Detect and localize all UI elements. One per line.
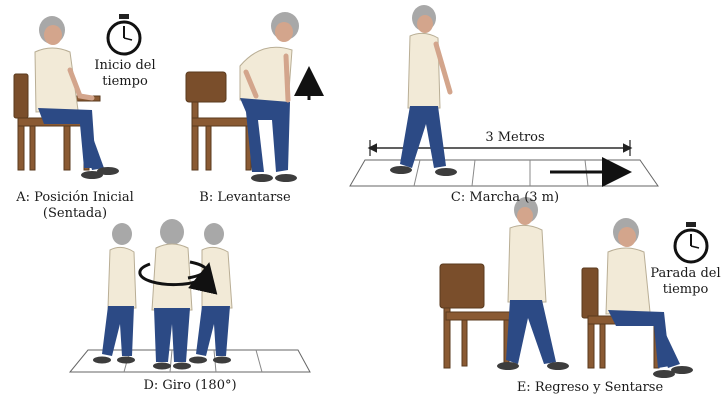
timer-stop-label: Parada del tiempo xyxy=(648,266,723,298)
panel-e-walking-figure xyxy=(440,197,569,370)
timer-stop-line2: tiempo xyxy=(648,282,723,298)
timer-start-line2: tiempo xyxy=(90,74,160,90)
timer-stop-line1: Parada del xyxy=(648,266,723,282)
panel-b-standing-figure xyxy=(186,12,299,182)
caption-c: C: Marcha (3 m) xyxy=(430,190,580,206)
caption-a-line1: A: Posición Inicial xyxy=(0,190,150,206)
caption-a: A: Posición Inicial (Sentada) xyxy=(0,190,150,222)
timer-start-label: Inicio del tiempo xyxy=(90,58,160,90)
caption-b: B: Levantarse xyxy=(180,190,310,206)
distance-label: 3 Metros xyxy=(470,130,560,146)
caption-d: D: Giro (180°) xyxy=(110,378,270,394)
panel-c-walking-figure xyxy=(390,5,457,176)
stopwatch-icon xyxy=(108,14,140,54)
panel-d-turn-figures xyxy=(93,219,232,370)
caption-e: E: Regreso y Sentarse xyxy=(500,380,680,396)
chair-e-left xyxy=(440,264,510,368)
timer-start-line1: Inicio del xyxy=(90,58,160,74)
caption-a-line2: (Sentada) xyxy=(0,206,150,222)
panel-a-seated-figure xyxy=(14,16,119,179)
stopwatch-icon xyxy=(675,222,707,262)
